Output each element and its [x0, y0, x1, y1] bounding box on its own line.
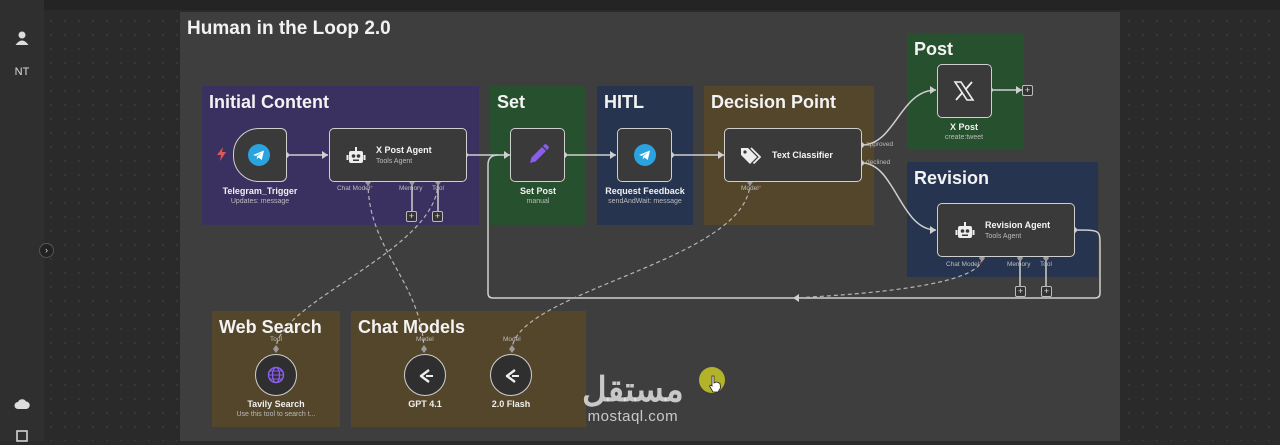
- node-title: Revision Agent: [985, 220, 1051, 230]
- port-memory[interactable]: Memory: [1007, 261, 1031, 268]
- model-icon: [503, 368, 521, 389]
- group-label: Post: [914, 39, 954, 59]
- port-model[interactable]: Model*: [741, 185, 762, 192]
- x-logo-icon: [953, 80, 975, 107]
- user-initials[interactable]: NT: [14, 66, 30, 78]
- group-label: HITL: [604, 92, 644, 112]
- port-model[interactable]: Model: [416, 336, 434, 343]
- telegram-icon: [634, 144, 656, 171]
- port-tool[interactable]: Tool: [1040, 261, 1052, 268]
- top-bar: [44, 0, 1280, 10]
- port-chat-model[interactable]: Chat Model*: [337, 185, 373, 192]
- robot-icon: [346, 147, 366, 170]
- node-title: X Post Agent: [376, 145, 432, 155]
- gemini-2-0-flash-node[interactable]: [490, 354, 532, 396]
- lightning-icon: [217, 147, 226, 166]
- group-label: Revision: [914, 168, 990, 188]
- group-label: Decision Point: [711, 92, 837, 112]
- gpt-4-1-node[interactable]: [404, 354, 446, 396]
- x-post-caption: X Post create:tweet: [944, 122, 984, 141]
- node-subtitle: Tools Agent: [985, 233, 1022, 240]
- watermark: مستقل mostaql.com: [582, 371, 684, 425]
- add-tool-button[interactable]: +: [432, 211, 443, 222]
- pencil-icon: [526, 143, 550, 172]
- add-memory-button[interactable]: +: [1015, 286, 1026, 297]
- group-label: Initial Content: [209, 92, 329, 112]
- set-post-node[interactable]: [510, 128, 565, 182]
- group-label: Set: [497, 92, 526, 112]
- tavily-search-caption: Tavily Search Use this tool to search t.…: [236, 399, 316, 418]
- expand-sidebar-button[interactable]: ›: [39, 243, 54, 258]
- x-post-node[interactable]: [937, 64, 992, 118]
- port-tool[interactable]: Tool: [270, 336, 282, 343]
- workflow-title: Human in the Loop 2.0: [187, 18, 391, 39]
- globe-icon: [267, 366, 285, 389]
- port-chat-model[interactable]: Chat Model*: [946, 261, 982, 268]
- telegram-icon: [248, 144, 270, 171]
- set-post-caption: Set Post manual: [519, 186, 556, 205]
- model-icon: [417, 368, 435, 389]
- add-tool-button[interactable]: +: [1041, 286, 1052, 297]
- group-web-search[interactable]: Web Search: [212, 311, 340, 427]
- tag-icon: [740, 146, 762, 171]
- node-subtitle: Tools Agent: [376, 158, 413, 165]
- port-model[interactable]: Model: [503, 336, 521, 343]
- port-tool[interactable]: Tool: [432, 185, 444, 192]
- robot-icon: [955, 222, 975, 245]
- tavily-search-node[interactable]: [255, 354, 297, 396]
- request-feedback-node[interactable]: [617, 128, 672, 182]
- cloud-icon[interactable]: [0, 398, 44, 413]
- user-icon[interactable]: [0, 30, 44, 49]
- telegram-trigger-node[interactable]: [233, 128, 287, 182]
- request-feedback-caption: Request Feedback sendAndWait: message: [605, 186, 685, 205]
- gemini-2-0-flash-caption: 2.0 Flash: [491, 399, 531, 409]
- output-declined[interactable]: declined: [866, 159, 891, 166]
- port-memory[interactable]: Memory: [399, 185, 423, 192]
- group-label: Web Search: [219, 317, 322, 337]
- node-title: Text Classifier: [772, 150, 833, 160]
- output-approved[interactable]: approved: [866, 141, 894, 148]
- group-label: Chat Models: [358, 317, 466, 337]
- telegram-trigger-caption: Telegram_Trigger Updates: message: [222, 186, 298, 205]
- add-memory-button[interactable]: +: [406, 211, 417, 222]
- text-classifier-node[interactable]: Text Classifier: [724, 128, 862, 182]
- group-chat-models[interactable]: Chat Models: [351, 311, 586, 427]
- x-post-agent-node[interactable]: X Post Agent Tools Agent: [329, 128, 467, 182]
- hand-cursor-icon: [708, 375, 722, 398]
- add-next-node-button[interactable]: +: [1022, 85, 1033, 96]
- revision-agent-node[interactable]: Revision Agent Tools Agent: [937, 203, 1075, 257]
- gpt-4-1-caption: GPT 4.1: [408, 399, 442, 409]
